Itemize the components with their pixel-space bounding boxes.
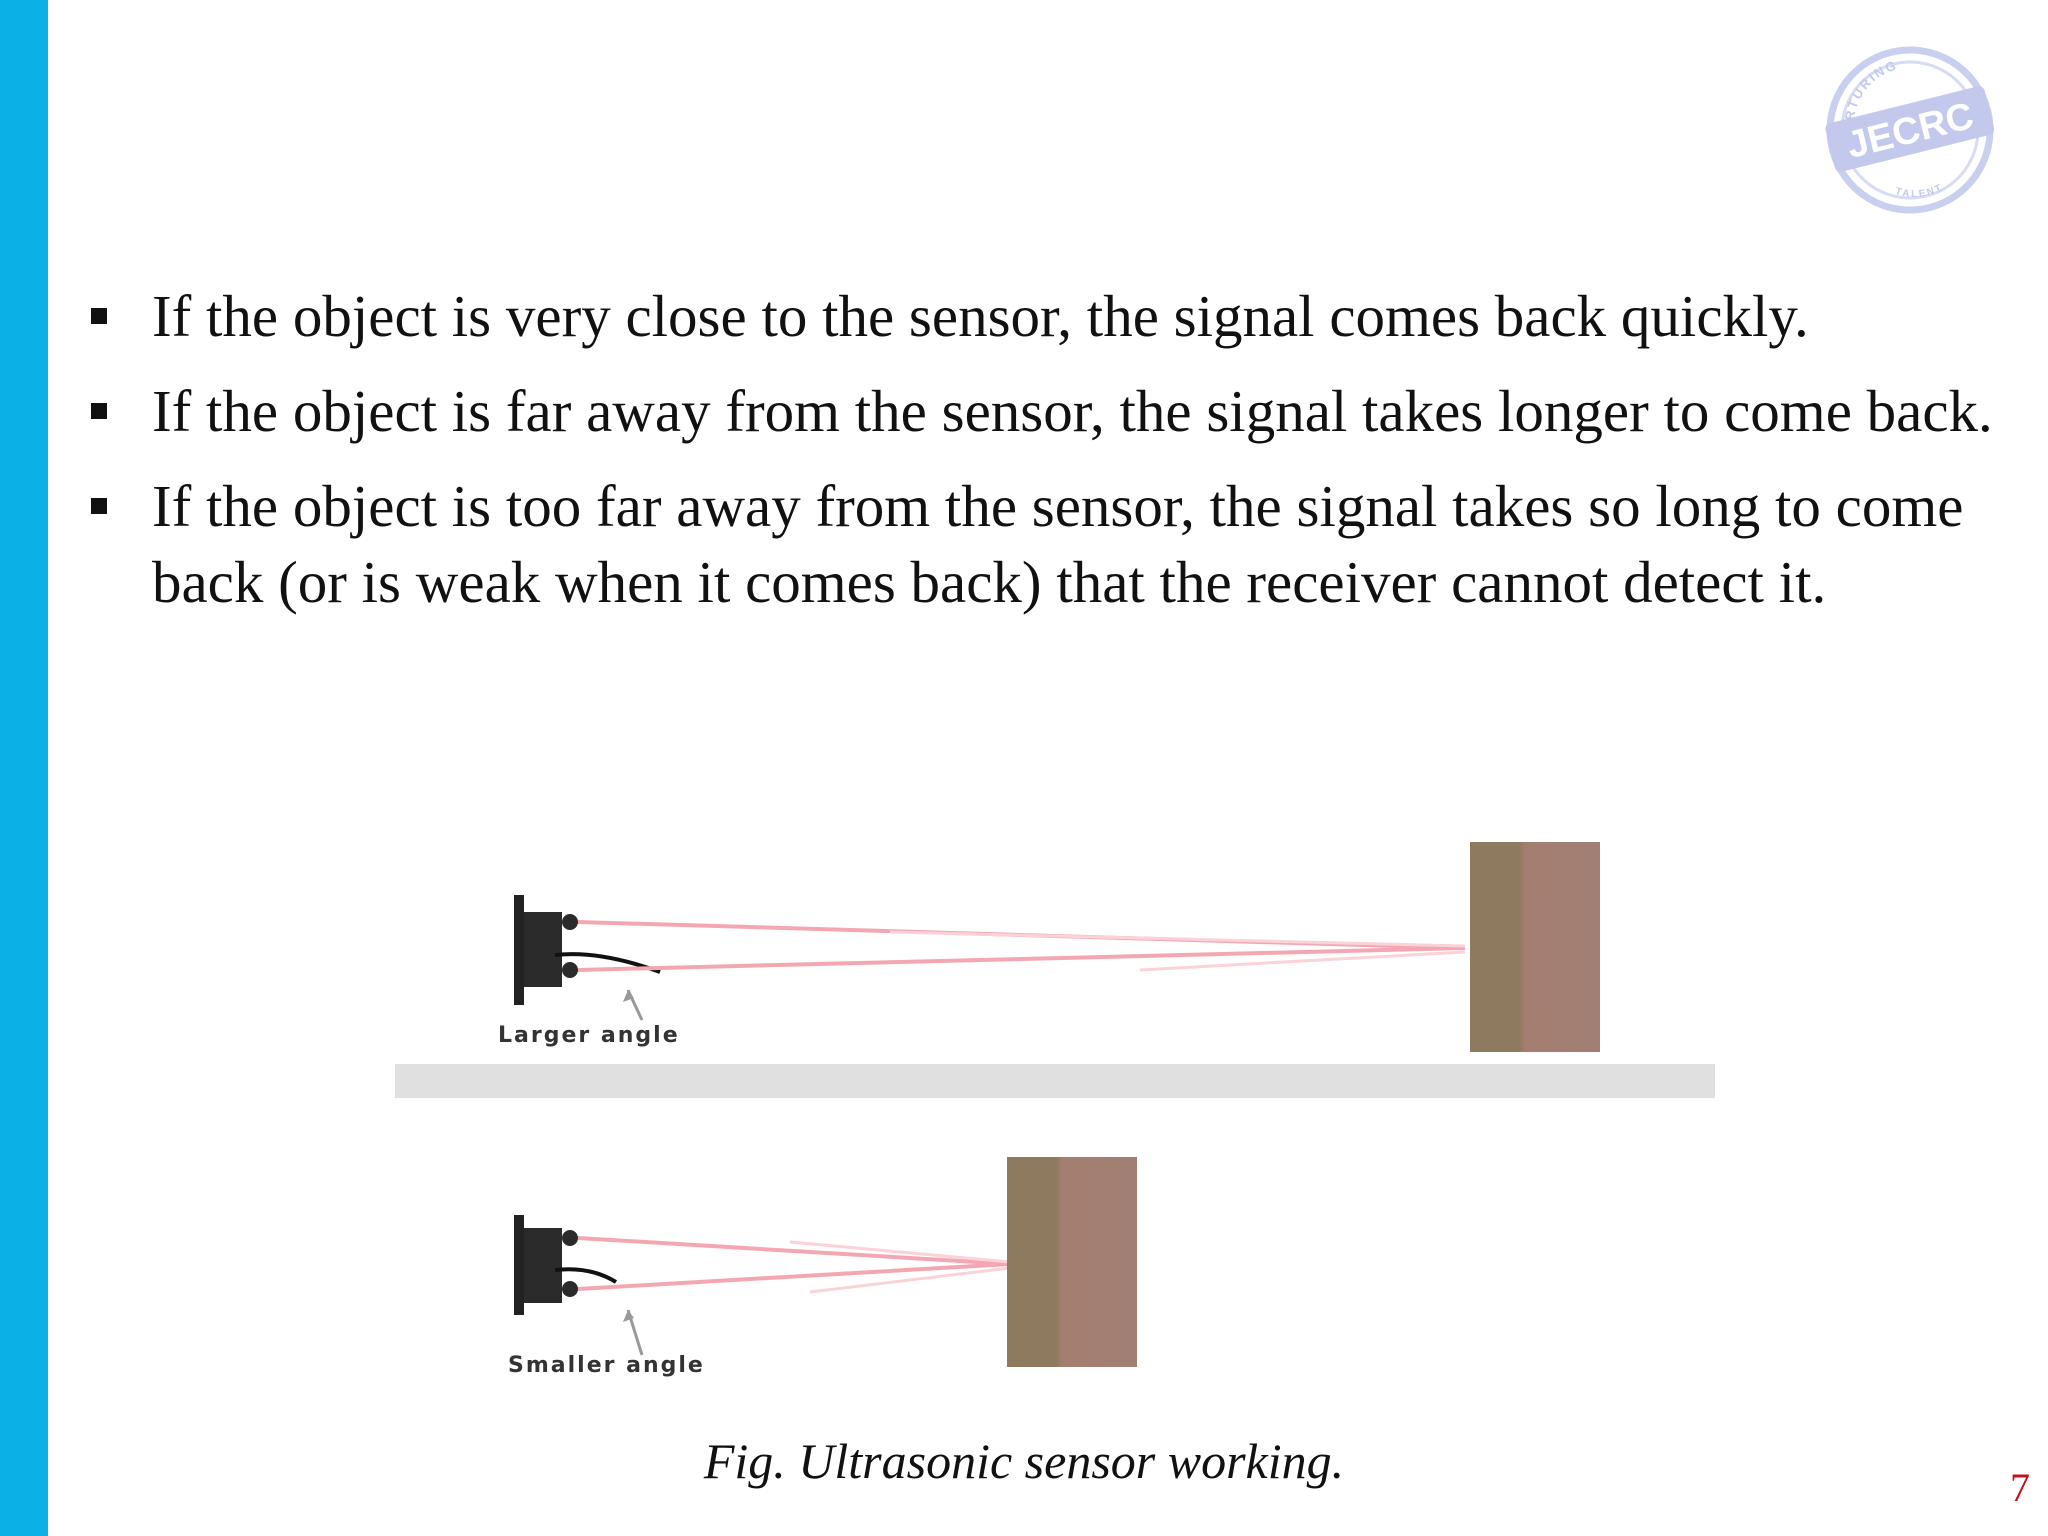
square-bullet-icon [91, 308, 107, 324]
object-block-far [1470, 842, 1600, 1052]
bullet-item-2: If the object is far away from the senso… [82, 373, 2002, 449]
object-block-near [1007, 1157, 1137, 1367]
ultrasonic-sensor-figure: Larger angle Smaller angle [390, 830, 1750, 1378]
beam-lines-top [577, 920, 1466, 972]
arrow-bottom-icon [623, 1309, 644, 1356]
larger-angle-label: Larger angle [498, 1023, 680, 1048]
jecrc-logo-stamp: JECRC NURTURING TALENT [1825, 46, 1995, 214]
bullet-list: If the object is very close to the senso… [82, 278, 2002, 639]
bullet-text-1: If the object is very close to the senso… [152, 283, 1809, 349]
square-bullet-icon [91, 498, 107, 514]
bullet-item-1: If the object is very close to the senso… [82, 278, 2002, 354]
smaller-angle-label: Smaller angle [508, 1353, 705, 1378]
left-accent-bar [0, 0, 48, 1536]
arrow-top-icon [623, 989, 644, 1021]
bullet-item-3: If the object is too far away from the s… [82, 468, 2002, 620]
beam-lines-bottom [577, 1236, 1011, 1294]
square-bullet-icon [91, 403, 107, 419]
bottom-scene: Smaller angle [508, 1157, 1137, 1378]
bullet-text-3: If the object is too far away from the s… [152, 473, 1964, 615]
sensor-bottom-icon [514, 1215, 618, 1315]
bullet-text-2: If the object is far away from the senso… [152, 378, 1993, 444]
top-scene: Larger angle [390, 830, 1750, 1070]
page-number: 7 [2010, 1465, 2030, 1510]
figure-divider [395, 1064, 1715, 1098]
figure-caption: Fig. Ultrasonic sensor working. [703, 1433, 1345, 1489]
